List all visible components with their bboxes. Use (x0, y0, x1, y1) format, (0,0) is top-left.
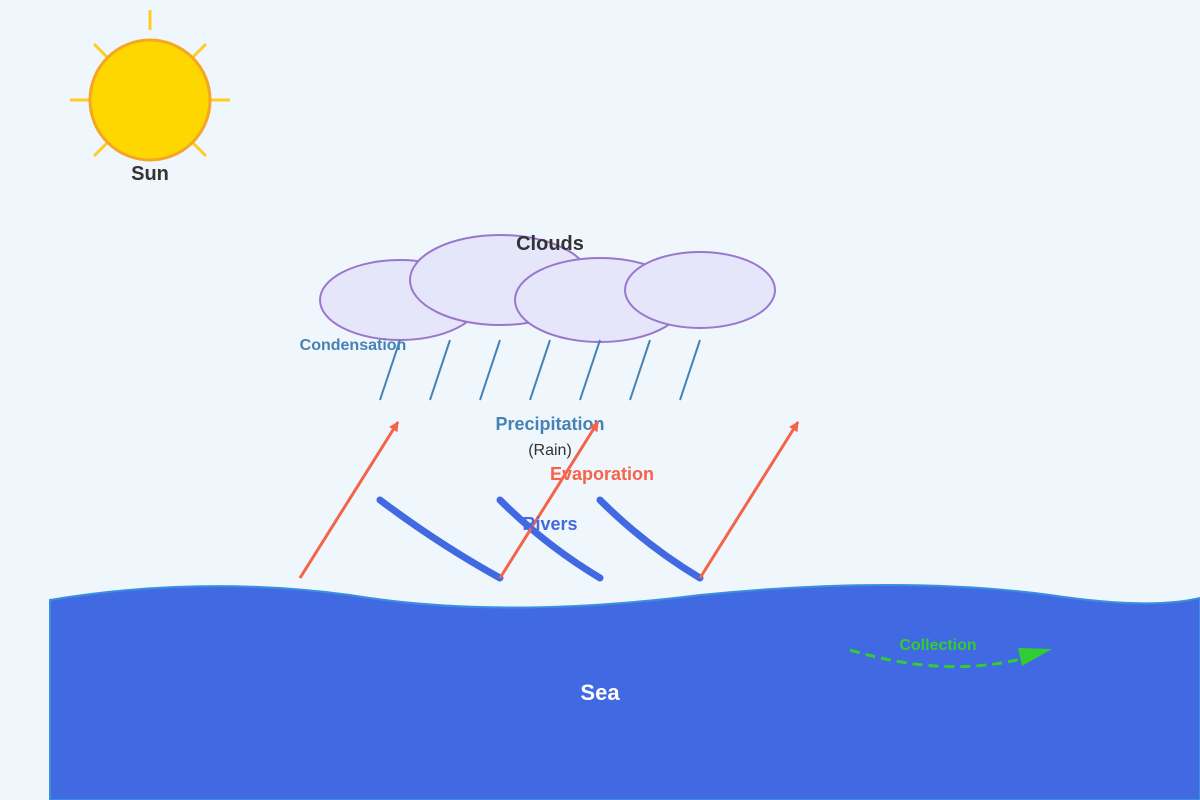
arrow-up-right-icon (298, 421, 800, 579)
sun-label: Sun (131, 163, 169, 185)
arrow-right-icon (849, 648, 1052, 669)
rivers-label: Rivers (522, 514, 577, 534)
condensation-label: Condensation (300, 337, 407, 354)
cloud-puff-4 (624, 251, 776, 329)
collection-arrowhead (1018, 648, 1052, 666)
sun-rays (70, 10, 230, 158)
river-2 (496, 496, 604, 582)
sea-label: Sea (580, 680, 620, 705)
evaporation-arrow-2 (498, 421, 600, 579)
clouds-label: Clouds (516, 233, 584, 255)
rivers (376, 496, 704, 582)
precipitation-label: Precipitation (495, 414, 604, 434)
sun-icon (70, 10, 230, 162)
collection-label: Collection (899, 637, 976, 654)
rain-label: (Rain) (528, 442, 572, 459)
collection-path (849, 648, 1033, 669)
rain-icon (379, 339, 701, 401)
evaporation-arrow-3 (698, 421, 800, 579)
cloud-icon (319, 234, 776, 343)
evaporation-label: Evaporation (550, 464, 654, 484)
evaporation-arrow-1 (298, 421, 400, 579)
river-1 (376, 496, 504, 582)
river-3 (596, 496, 704, 582)
sea-body (49, 584, 1200, 800)
sun-disc (88, 38, 212, 162)
